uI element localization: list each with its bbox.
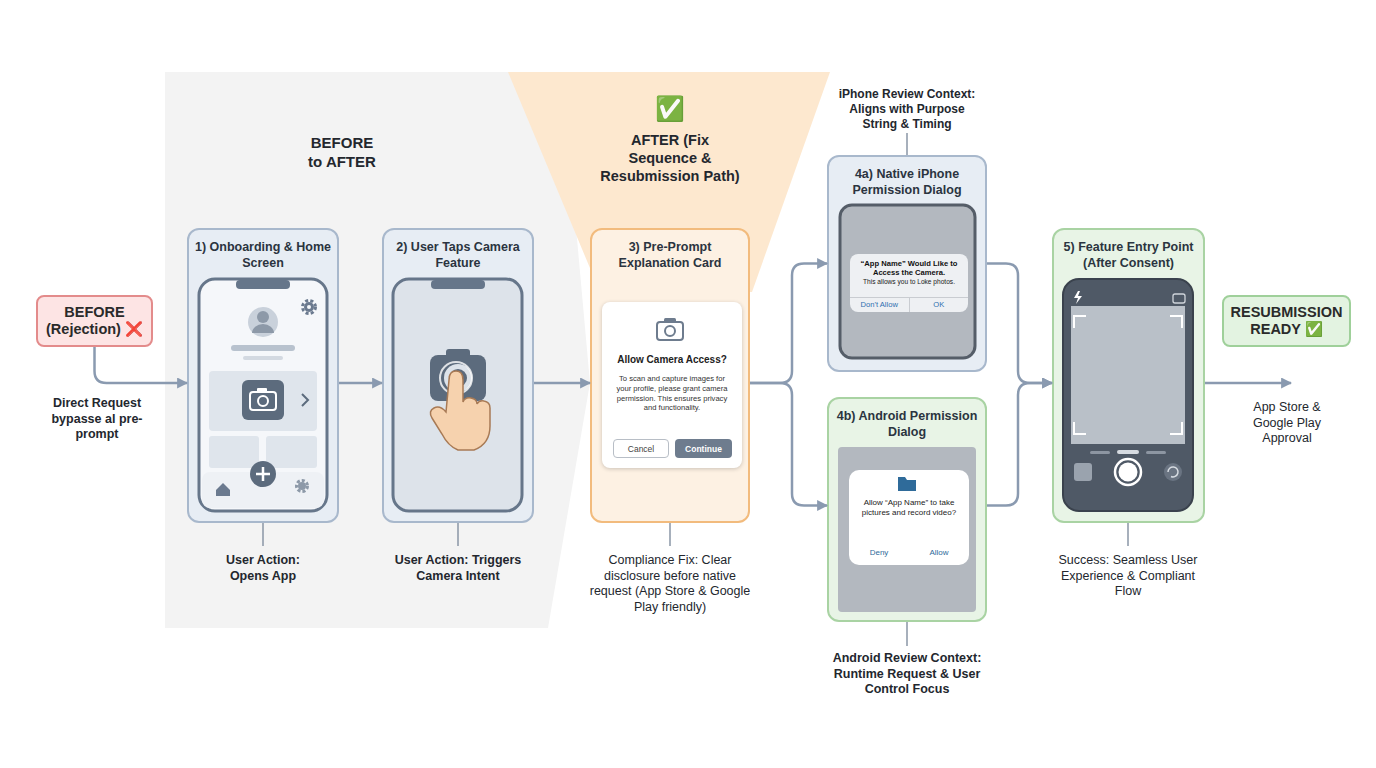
node-text: 4b) Android Permission Dialog bbox=[829, 399, 985, 440]
node-text: 4a) Native iPhone Permission Dialog bbox=[829, 157, 985, 198]
leader-lines-part bbox=[906, 622, 908, 646]
dialog-button-label: Allow bbox=[909, 541, 969, 565]
annotation-label: AFTER (Fix Sequence & Resubmission Path) bbox=[595, 131, 745, 185]
flow-connector bbox=[339, 382, 382, 385]
flow-connector bbox=[987, 264, 1052, 384]
annotation-label: Compliance Fix: Clear disclosure before … bbox=[588, 553, 753, 616]
node-text: This allows you to Loke photos. bbox=[850, 277, 968, 289]
leader-lines-part bbox=[906, 133, 908, 155]
ios-dialog: “App Name” Would Like to Access the Came… bbox=[850, 254, 968, 312]
node-text: Allow Camera Access? bbox=[612, 354, 732, 366]
cancel-button: Cancel bbox=[613, 439, 669, 458]
annotation-label: Android Review Context: Runtime Request … bbox=[820, 651, 995, 698]
node-text: 1) Onboarding & Home Screen bbox=[189, 230, 337, 271]
node-text: BEFORE (Rejection) ❌ bbox=[38, 304, 151, 338]
annotation-label: ✅ bbox=[650, 94, 690, 124]
flow-connector bbox=[750, 383, 827, 506]
node-text: Cancel bbox=[628, 444, 654, 454]
dialog-button-row: DenyAllow bbox=[849, 541, 969, 565]
leader-lines-part bbox=[1127, 523, 1129, 546]
annotation-label: User Action: Opens App bbox=[208, 553, 318, 584]
rejection-box: BEFORE (Rejection) ❌ bbox=[36, 295, 153, 347]
node-text: Continue bbox=[685, 444, 722, 454]
leader-lines-part bbox=[262, 523, 264, 546]
ready-box: RESUBMISSION READY ✅ bbox=[1222, 295, 1351, 347]
step-box: 3) Pre-Prompt Explanation CardAllow Came… bbox=[590, 228, 750, 523]
dialog-button-label: Deny bbox=[849, 541, 909, 565]
step-box: 4a) Native iPhone Permission Dialog “App … bbox=[827, 155, 987, 372]
annotation-label: User Action: Triggers Camera Intent bbox=[383, 553, 533, 584]
annotation-label: iPhone Review Context: Aligns with Purpo… bbox=[832, 87, 982, 132]
step-box: 4b) Android Permission DialogAllow “App … bbox=[827, 397, 987, 622]
approval-arrow bbox=[1205, 383, 1291, 384]
dialog-button-label: Don't Allow bbox=[850, 298, 910, 312]
android-dialog: Allow “App Name” to take pictures and re… bbox=[849, 470, 969, 565]
node-text: 3) Pre-Prompt Explanation Card bbox=[592, 230, 748, 271]
node-text: 5) Feature Entry Point (After Consent) bbox=[1054, 230, 1203, 271]
step-box: 1) Onboarding & Home Screen bbox=[187, 228, 339, 523]
before-region bbox=[165, 72, 590, 628]
node-text: RESUBMISSION READY ✅ bbox=[1224, 304, 1349, 338]
leader-lines-part bbox=[457, 523, 459, 546]
continue-button: Continue bbox=[675, 439, 732, 458]
step-box: 2) User Taps Camera Feature bbox=[382, 228, 534, 523]
node-text: To scan and capture images for your prof… bbox=[612, 374, 732, 413]
flow-connector bbox=[534, 382, 590, 385]
dialog-button-row: Don't AllowOK bbox=[850, 297, 968, 312]
step-box: 5) Feature Entry Point (After Consent) bbox=[1052, 228, 1205, 523]
leader-lines-part bbox=[669, 523, 671, 546]
after-region bbox=[508, 72, 830, 292]
annotation-label: Success: Seamless User Experience & Comp… bbox=[1053, 553, 1203, 600]
leader-lines bbox=[263, 133, 1128, 646]
node-text: “App Name” Would Like to Access the Came… bbox=[850, 254, 968, 277]
flow-connector bbox=[750, 264, 827, 384]
annotation-label: BEFORE to AFTER bbox=[302, 134, 382, 172]
annotation-label: App Store & Google Play Approval bbox=[1240, 400, 1335, 447]
approval-arrow-part bbox=[1205, 382, 1291, 385]
node-text: Allow “App Name” to take pictures and re… bbox=[849, 498, 969, 518]
flow-connector bbox=[987, 383, 1052, 506]
flow-connector bbox=[95, 347, 188, 383]
dialog-button-label: OK bbox=[910, 298, 969, 312]
node-text: 2) User Taps Camera Feature bbox=[384, 230, 532, 271]
pre-prompt-card: Allow Camera Access? To scan and capture … bbox=[602, 302, 742, 468]
annotation-label: Direct Request bypasse al pre-prompt bbox=[47, 396, 147, 443]
